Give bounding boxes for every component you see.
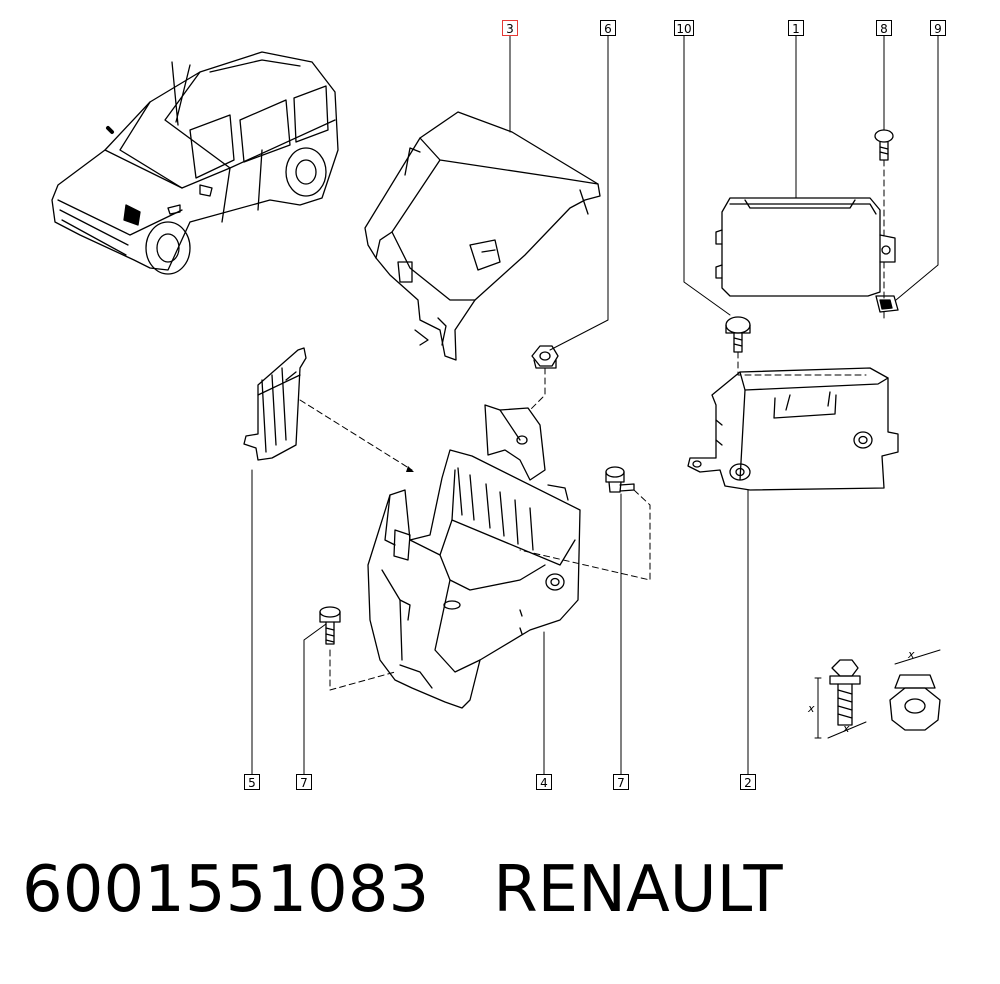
reference-bolt-inset <box>814 659 867 739</box>
part-2-bracket <box>687 367 899 491</box>
reference-nut-inset <box>889 649 941 731</box>
callout-1[interactable]: 1 <box>788 20 804 36</box>
leader-lines <box>251 35 939 775</box>
bolt-dimension-label-diameter: x <box>843 722 850 735</box>
part-7-screw-left <box>319 606 341 645</box>
brand-name: RENAULT <box>493 853 783 927</box>
assembly-dashed-lines <box>299 159 885 691</box>
part-7-screw-right <box>605 466 635 493</box>
part-10-bolt <box>725 316 751 353</box>
part-4-tray <box>367 404 581 709</box>
callout-8[interactable]: 8 <box>876 20 892 36</box>
part-1-module <box>715 197 896 297</box>
vehicle-locator-illustration <box>51 51 339 275</box>
callout-3[interactable]: 3 <box>502 20 518 36</box>
callout-7-right[interactable]: 7 <box>613 774 629 790</box>
part-8-screw <box>874 129 894 161</box>
bolt-dimension-label-length: x <box>808 702 815 715</box>
callout-5[interactable]: 5 <box>244 774 260 790</box>
callout-10[interactable]: 10 <box>674 20 694 36</box>
nut-dimension-label: x <box>908 648 915 661</box>
part-6-nut <box>531 345 559 369</box>
part-number: 6001551083 <box>22 853 430 927</box>
part-9-nut <box>875 295 899 313</box>
callout-2[interactable]: 2 <box>740 774 756 790</box>
callout-6[interactable]: 6 <box>600 20 616 36</box>
callout-4[interactable]: 4 <box>536 774 552 790</box>
part-5-clip <box>243 347 307 461</box>
callout-9[interactable]: 9 <box>930 20 946 36</box>
callout-7-left[interactable]: 7 <box>296 774 312 790</box>
arrowhead <box>406 466 414 472</box>
part-3-lid <box>364 111 601 361</box>
